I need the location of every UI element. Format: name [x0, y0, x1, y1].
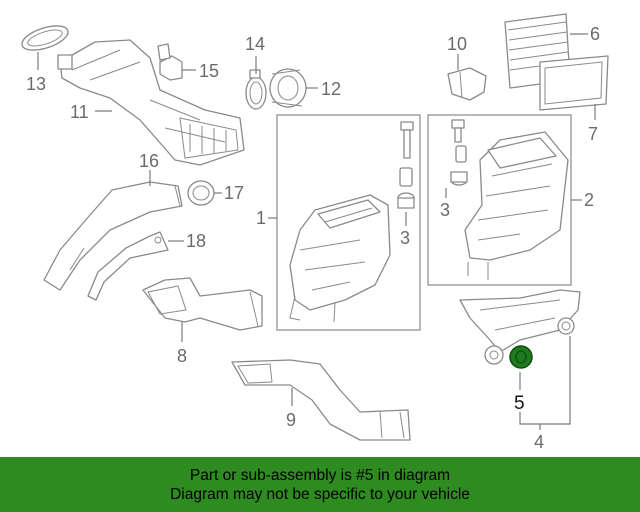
callout-5-highlighted: 5 — [514, 393, 525, 414]
leader-4 — [519, 336, 571, 430]
part-16-duct — [43, 181, 183, 291]
banner-line-2: Diagram may not be specific to your vehi… — [170, 485, 470, 503]
callout-8: 8 — [177, 346, 187, 366]
callout-2: 2 — [584, 190, 594, 210]
part-11-intake-duct — [57, 39, 245, 166]
callout-15: 15 — [199, 61, 219, 81]
part-15-sensor — [157, 43, 183, 81]
callout-1: 1 — [256, 208, 266, 228]
callout-9: 9 — [286, 410, 296, 430]
part-1-bolt — [400, 121, 414, 159]
fitment-notice-banner: Part or sub-assembly is #5 in diagram Di… — [0, 457, 640, 512]
part-3-grommet-b — [450, 145, 468, 186]
callout-6: 6 — [590, 24, 600, 44]
part-17-gasket — [187, 180, 215, 206]
part-9-duct — [231, 359, 411, 441]
callout-3a: 3 — [400, 228, 410, 248]
part-1-air-cleaner — [289, 194, 391, 323]
part-12-coupler — [269, 68, 307, 108]
callout-12: 12 — [321, 79, 341, 99]
part-2-air-cleaner — [464, 131, 569, 280]
part-7-filter — [539, 55, 609, 111]
callout-16: 16 — [139, 151, 159, 171]
part-10-bracket — [447, 67, 487, 101]
callout-17: 17 — [224, 183, 244, 203]
part-2-bolt — [451, 119, 465, 143]
callout-10: 10 — [447, 34, 467, 54]
banner-line-1: Part or sub-assembly is #5 in diagram — [189, 466, 451, 484]
callout-13: 13 — [26, 74, 46, 94]
callout-11: 11 — [70, 102, 89, 122]
part-18-bracket — [87, 231, 169, 301]
part-5-mount-highlighted — [509, 345, 533, 369]
part-1-group-box — [276, 114, 421, 331]
callout-18: 18 — [186, 231, 206, 251]
part-13-seal-ring — [21, 25, 69, 51]
part-3-grommet-a — [397, 167, 415, 209]
callout-14: 14 — [245, 34, 265, 54]
parts-diagram: 13 11 15 14 12 10 6 7 1 2 3 3 16 17 18 8… — [21, 13, 609, 452]
callout-3b: 3 — [440, 200, 450, 220]
callout-4: 4 — [534, 432, 544, 452]
callout-7: 7 — [588, 124, 598, 144]
part-8-duct — [142, 277, 263, 331]
part-14-clamp — [245, 69, 267, 110]
part-4-bracket — [459, 289, 581, 365]
